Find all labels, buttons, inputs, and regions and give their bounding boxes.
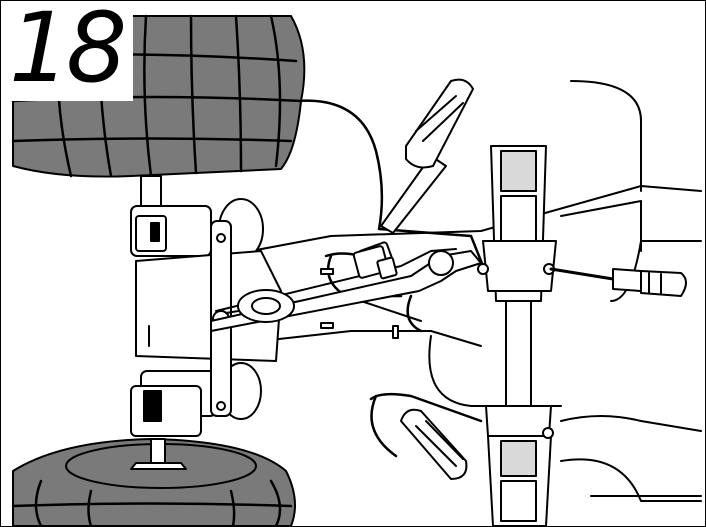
- tire-bottom: [11, 438, 296, 526]
- steering-column: [477, 145, 557, 526]
- handle-grip-upper: [380, 78, 474, 234]
- step-number: 18: [9, 0, 127, 104]
- step-number-box: 18: [1, 0, 133, 104]
- handle-grip-lower: [400, 408, 468, 480]
- connector: [352, 245, 398, 280]
- pliers: [210, 241, 482, 332]
- screwdriver: [549, 267, 687, 297]
- chassis-slots: [320, 268, 399, 339]
